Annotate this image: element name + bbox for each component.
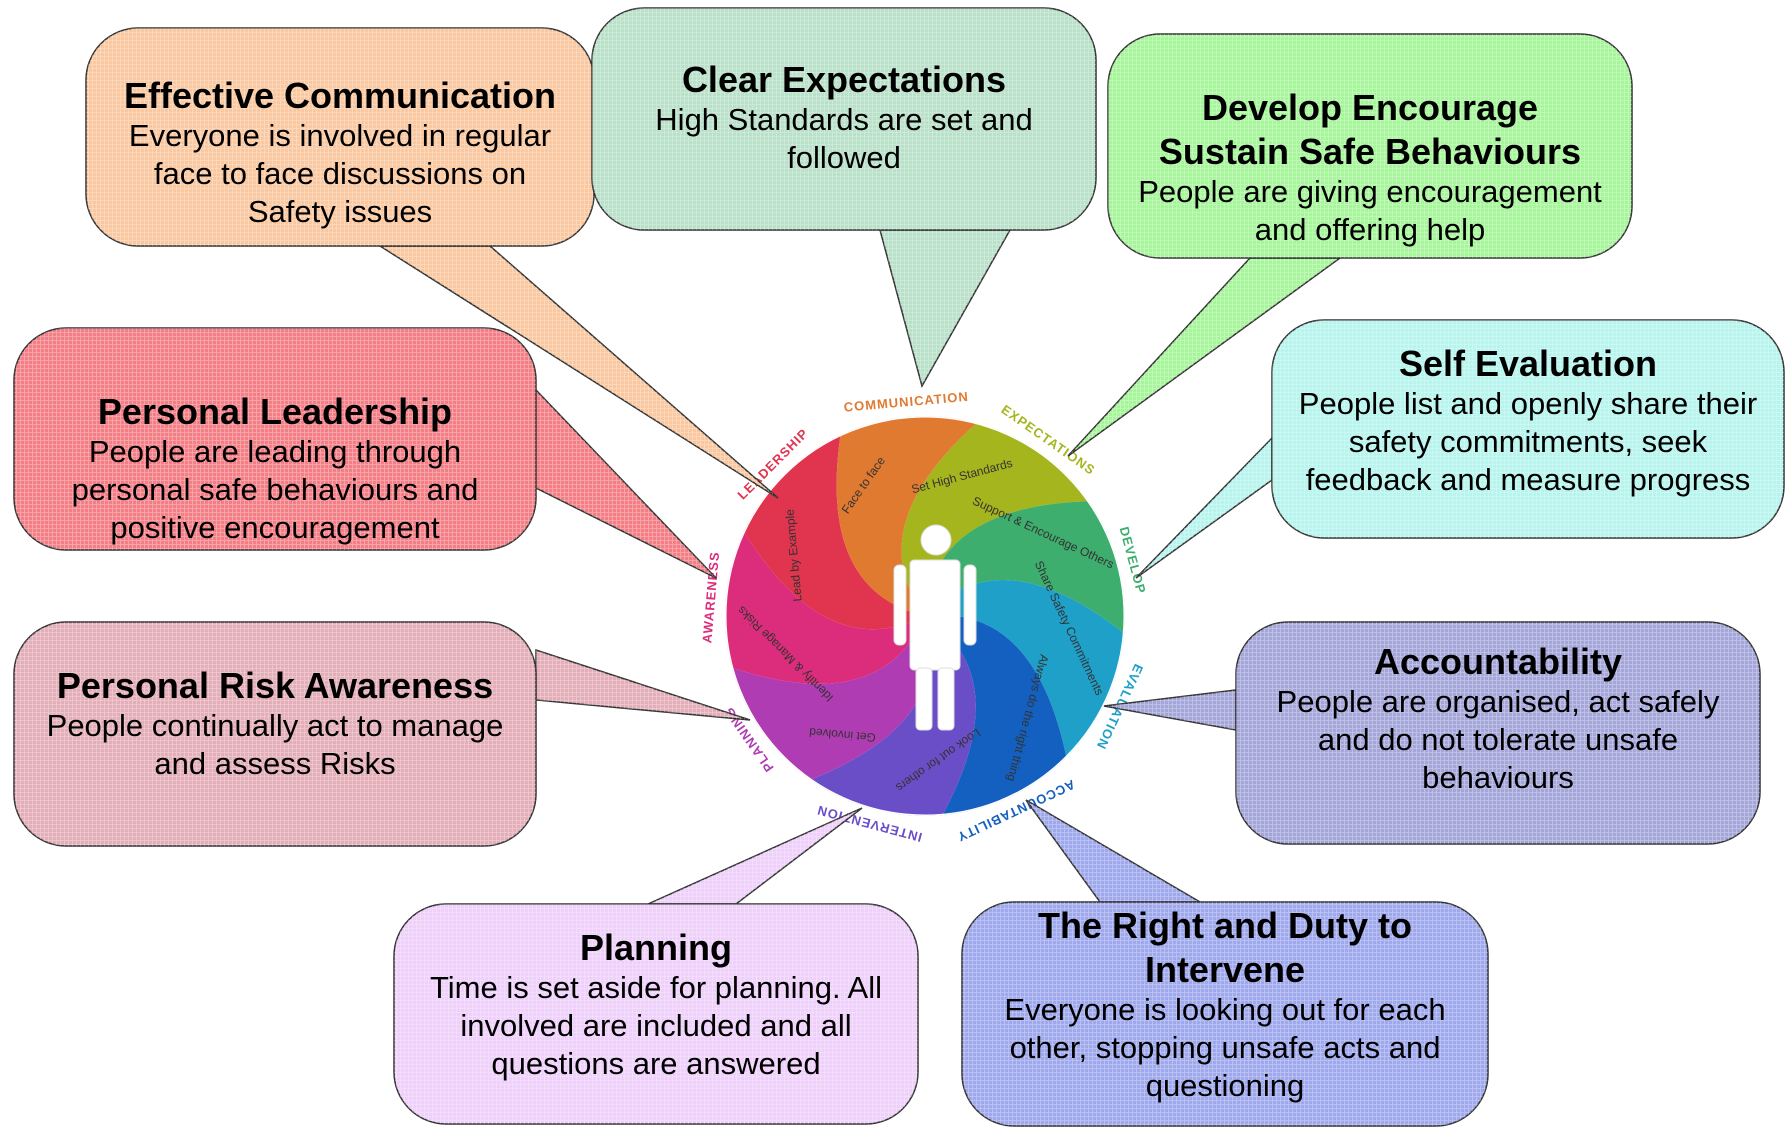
bubble-body-line: face to face discussions on <box>154 156 526 191</box>
bubble-title: The Right and Duty to <box>1038 905 1412 946</box>
wheel-segment-6 <box>731 616 931 780</box>
bubble-body-line: feedback and measure progress <box>1306 462 1751 497</box>
bubble-body-line: questions are answered <box>491 1046 820 1081</box>
bubble-body-line: personal safe behaviours and <box>72 472 479 507</box>
bubble-body-line: safety commitments, seek <box>1349 424 1708 459</box>
bubble-body-line: Everyone is looking out for each <box>1004 992 1445 1027</box>
bubble-title: Sustain Safe Behaviours <box>1159 131 1581 172</box>
bubble-body-line: Everyone is involved in regular <box>129 118 551 153</box>
bubble-body-line: High Standards are set and <box>655 102 1032 137</box>
bubble-body-line: People are leading through <box>89 434 461 469</box>
bubble-body-line: People are giving encouragement <box>1138 174 1602 209</box>
bubble-body-line: People list and openly share their <box>1299 386 1757 421</box>
bubble-title: Personal Risk Awareness <box>57 665 493 706</box>
bubble-body-line: followed <box>787 140 901 175</box>
wheel-segment-2 <box>925 501 1125 634</box>
bubble-body-line: and assess Risks <box>154 746 395 781</box>
bubble-title: Self Evaluation <box>1399 343 1657 384</box>
wheel-segment-3 <box>925 579 1125 758</box>
bubble-body-line: and offering help <box>1255 212 1485 247</box>
wheel-segment-7 <box>725 531 925 684</box>
bubble-title: Accountability <box>1374 641 1622 682</box>
person-figure <box>893 524 977 731</box>
wheel-segment-1 <box>901 422 1089 616</box>
wheel-segment-8 <box>743 434 925 630</box>
segment-label: Get involved <box>809 725 877 745</box>
bubble-title: Personal Leadership <box>98 391 452 432</box>
bubble-title: Develop Encourage <box>1202 87 1538 128</box>
bubble-body-line: other, stopping unsafe acts and <box>1010 1030 1441 1065</box>
wheel-segment-4 <box>925 615 1067 816</box>
bubble-body-line: questioning <box>1146 1068 1305 1103</box>
bubble-title: Clear Expectations <box>682 59 1006 100</box>
bubble-body-line: positive encouragement <box>110 510 440 545</box>
bubble-title: Effective Communication <box>124 75 556 116</box>
bubble-body-line: involved are included and all <box>460 1008 851 1043</box>
bubble-title: Intervene <box>1145 949 1305 990</box>
bubble-body-line: Safety issues <box>248 194 432 229</box>
bubble-body-line: and do not tolerate unsafe <box>1318 722 1678 757</box>
bubble-body-line: Time is set aside for planning. All <box>430 970 882 1005</box>
wheel-segment-9 <box>836 416 977 616</box>
bubble-body-line: People are organised, act safely <box>1277 684 1720 719</box>
behaviour-wheel: EXPECTATIONSDEVELOPEVALUATIONACCOUNTABIL… <box>699 389 1149 845</box>
bubble-title: Planning <box>580 927 732 968</box>
bubble-body-line: People continually act to manage <box>47 708 504 743</box>
bubble-body-line: behaviours <box>1422 760 1574 795</box>
